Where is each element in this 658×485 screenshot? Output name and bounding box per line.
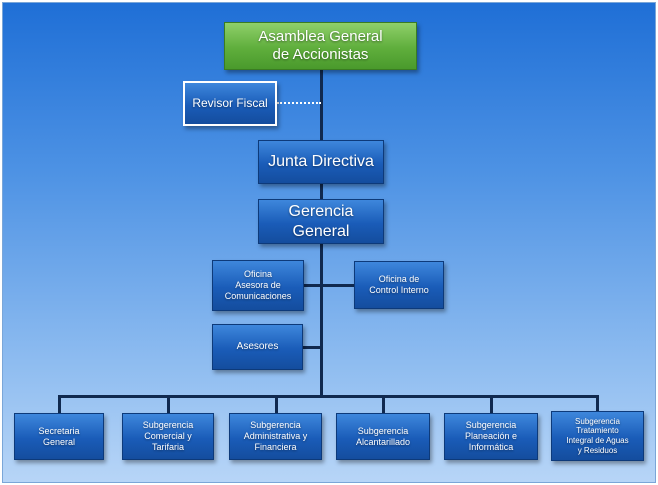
node-subgerencia-tratamiento: Subgerencia Tratamiento Integral de Agua… bbox=[551, 411, 644, 461]
drop-comercial bbox=[167, 395, 170, 413]
drop-planeacion bbox=[490, 395, 493, 413]
node-subgerencia-comercial: Subgerencia Comercial y Tarifaria bbox=[122, 413, 214, 460]
node-gerencia-general: Gerencia General bbox=[258, 199, 384, 244]
node-junta-directiva: Junta Directiva bbox=[258, 140, 384, 184]
node-secretaria-general: Secretaria General bbox=[14, 413, 104, 460]
revisor-dotted-connector bbox=[277, 102, 321, 104]
node-asesores: Asesores bbox=[212, 324, 303, 370]
drop-tratamiento bbox=[596, 395, 599, 413]
horizontal-bus-connector bbox=[58, 395, 598, 398]
comunicaciones-connector bbox=[303, 284, 321, 287]
node-subgerencia-alcantarillado: Subgerencia Alcantarillado bbox=[336, 413, 430, 460]
node-oficina-control-interno: Oficina de Control Interno bbox=[354, 261, 444, 309]
node-revisor-fiscal: Revisor Fiscal bbox=[183, 81, 277, 126]
drop-administrativa bbox=[275, 395, 278, 413]
drop-alcantarillado bbox=[382, 395, 385, 413]
node-asamblea-general: Asamblea General de Accionistas bbox=[224, 22, 417, 70]
node-subgerencia-administrativa: Subgerencia Administrativa y Financiera bbox=[229, 413, 322, 460]
drop-secretaria bbox=[58, 395, 61, 413]
control-connector bbox=[322, 284, 354, 287]
node-oficina-comunicaciones: Oficina Asesora de Comunicaciones bbox=[212, 260, 304, 311]
asesores-connector bbox=[303, 346, 321, 349]
node-subgerencia-planeacion: Subgerencia Planeación e Informática bbox=[444, 413, 538, 460]
